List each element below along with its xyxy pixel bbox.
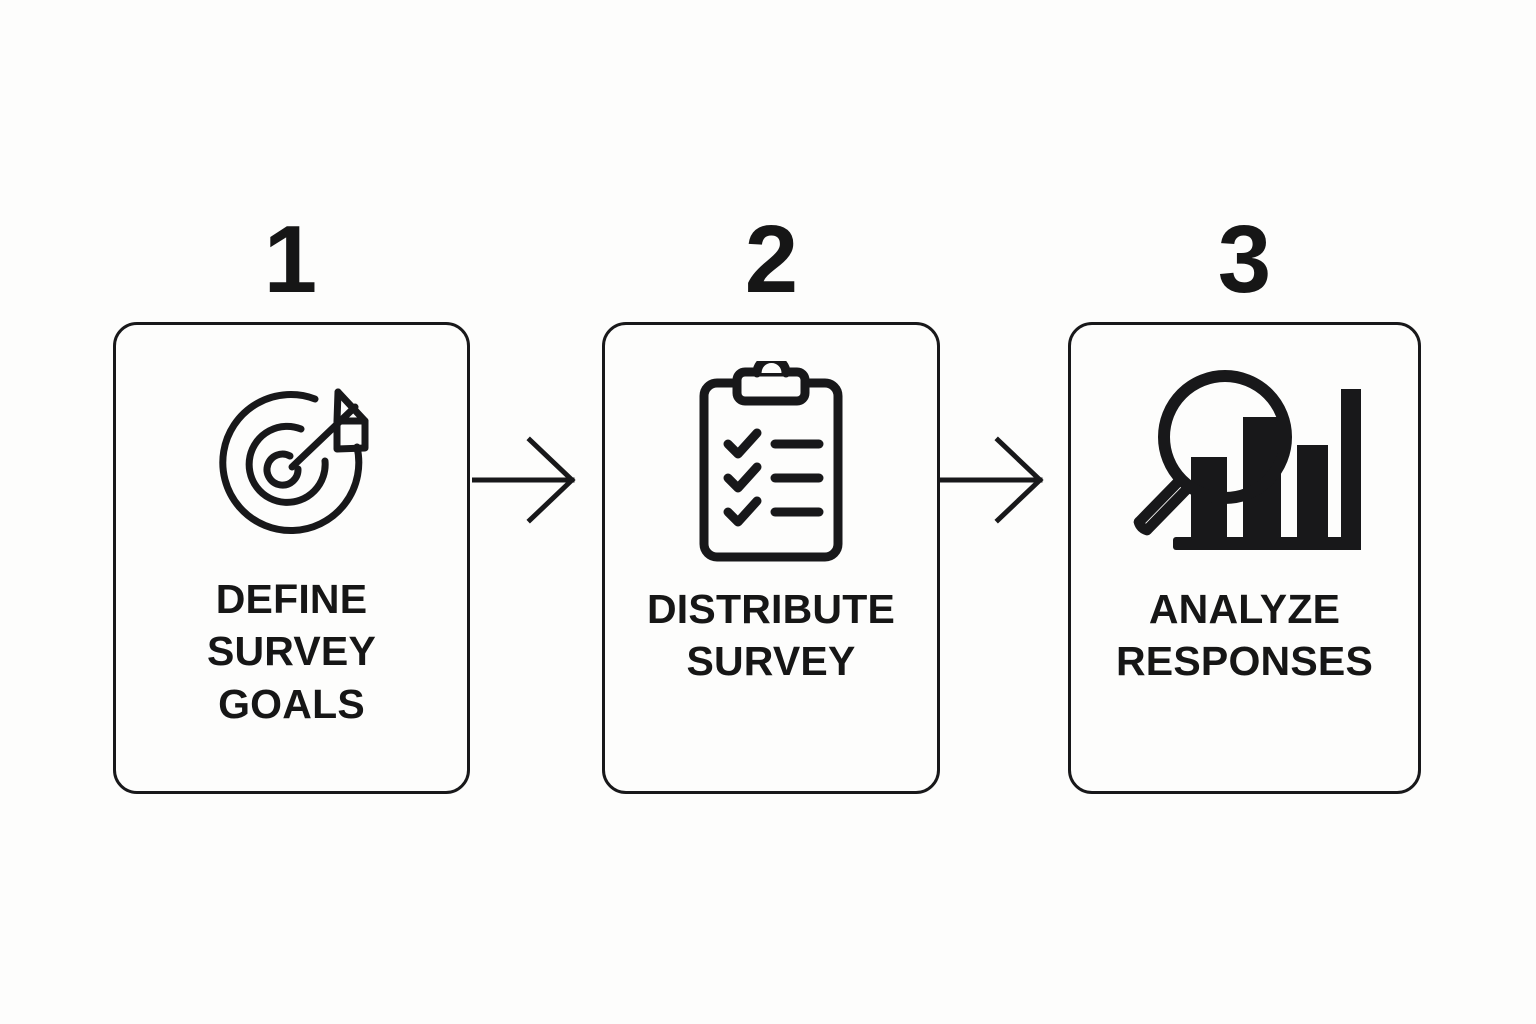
arrow-2-to-3-icon <box>940 432 1050 528</box>
step-card-3[interactable]: ANALYZE RESPONSES <box>1068 322 1421 794</box>
step-number-2: 2 <box>744 206 798 313</box>
step-number-3: 3 <box>1217 206 1271 313</box>
step-number-1: 1 <box>263 206 317 313</box>
magnifier-bar-chart-icon <box>1071 367 1418 567</box>
target-arrow-icon <box>116 370 467 560</box>
step-card-2[interactable]: DISTRIBUTE SURVEY <box>602 322 940 794</box>
step-card-3-label: ANALYZE RESPONSES <box>1116 586 1373 685</box>
clipboard-checklist-icon <box>605 359 937 569</box>
step-card-1-label: DEFINE SURVEY GOALS <box>206 576 377 727</box>
arrow-1-to-2-icon <box>472 432 582 528</box>
step-card-1[interactable]: DEFINE SURVEY GOALS <box>113 322 470 794</box>
step-card-2-label: DISTRIBUTE SURVEY <box>647 586 895 685</box>
